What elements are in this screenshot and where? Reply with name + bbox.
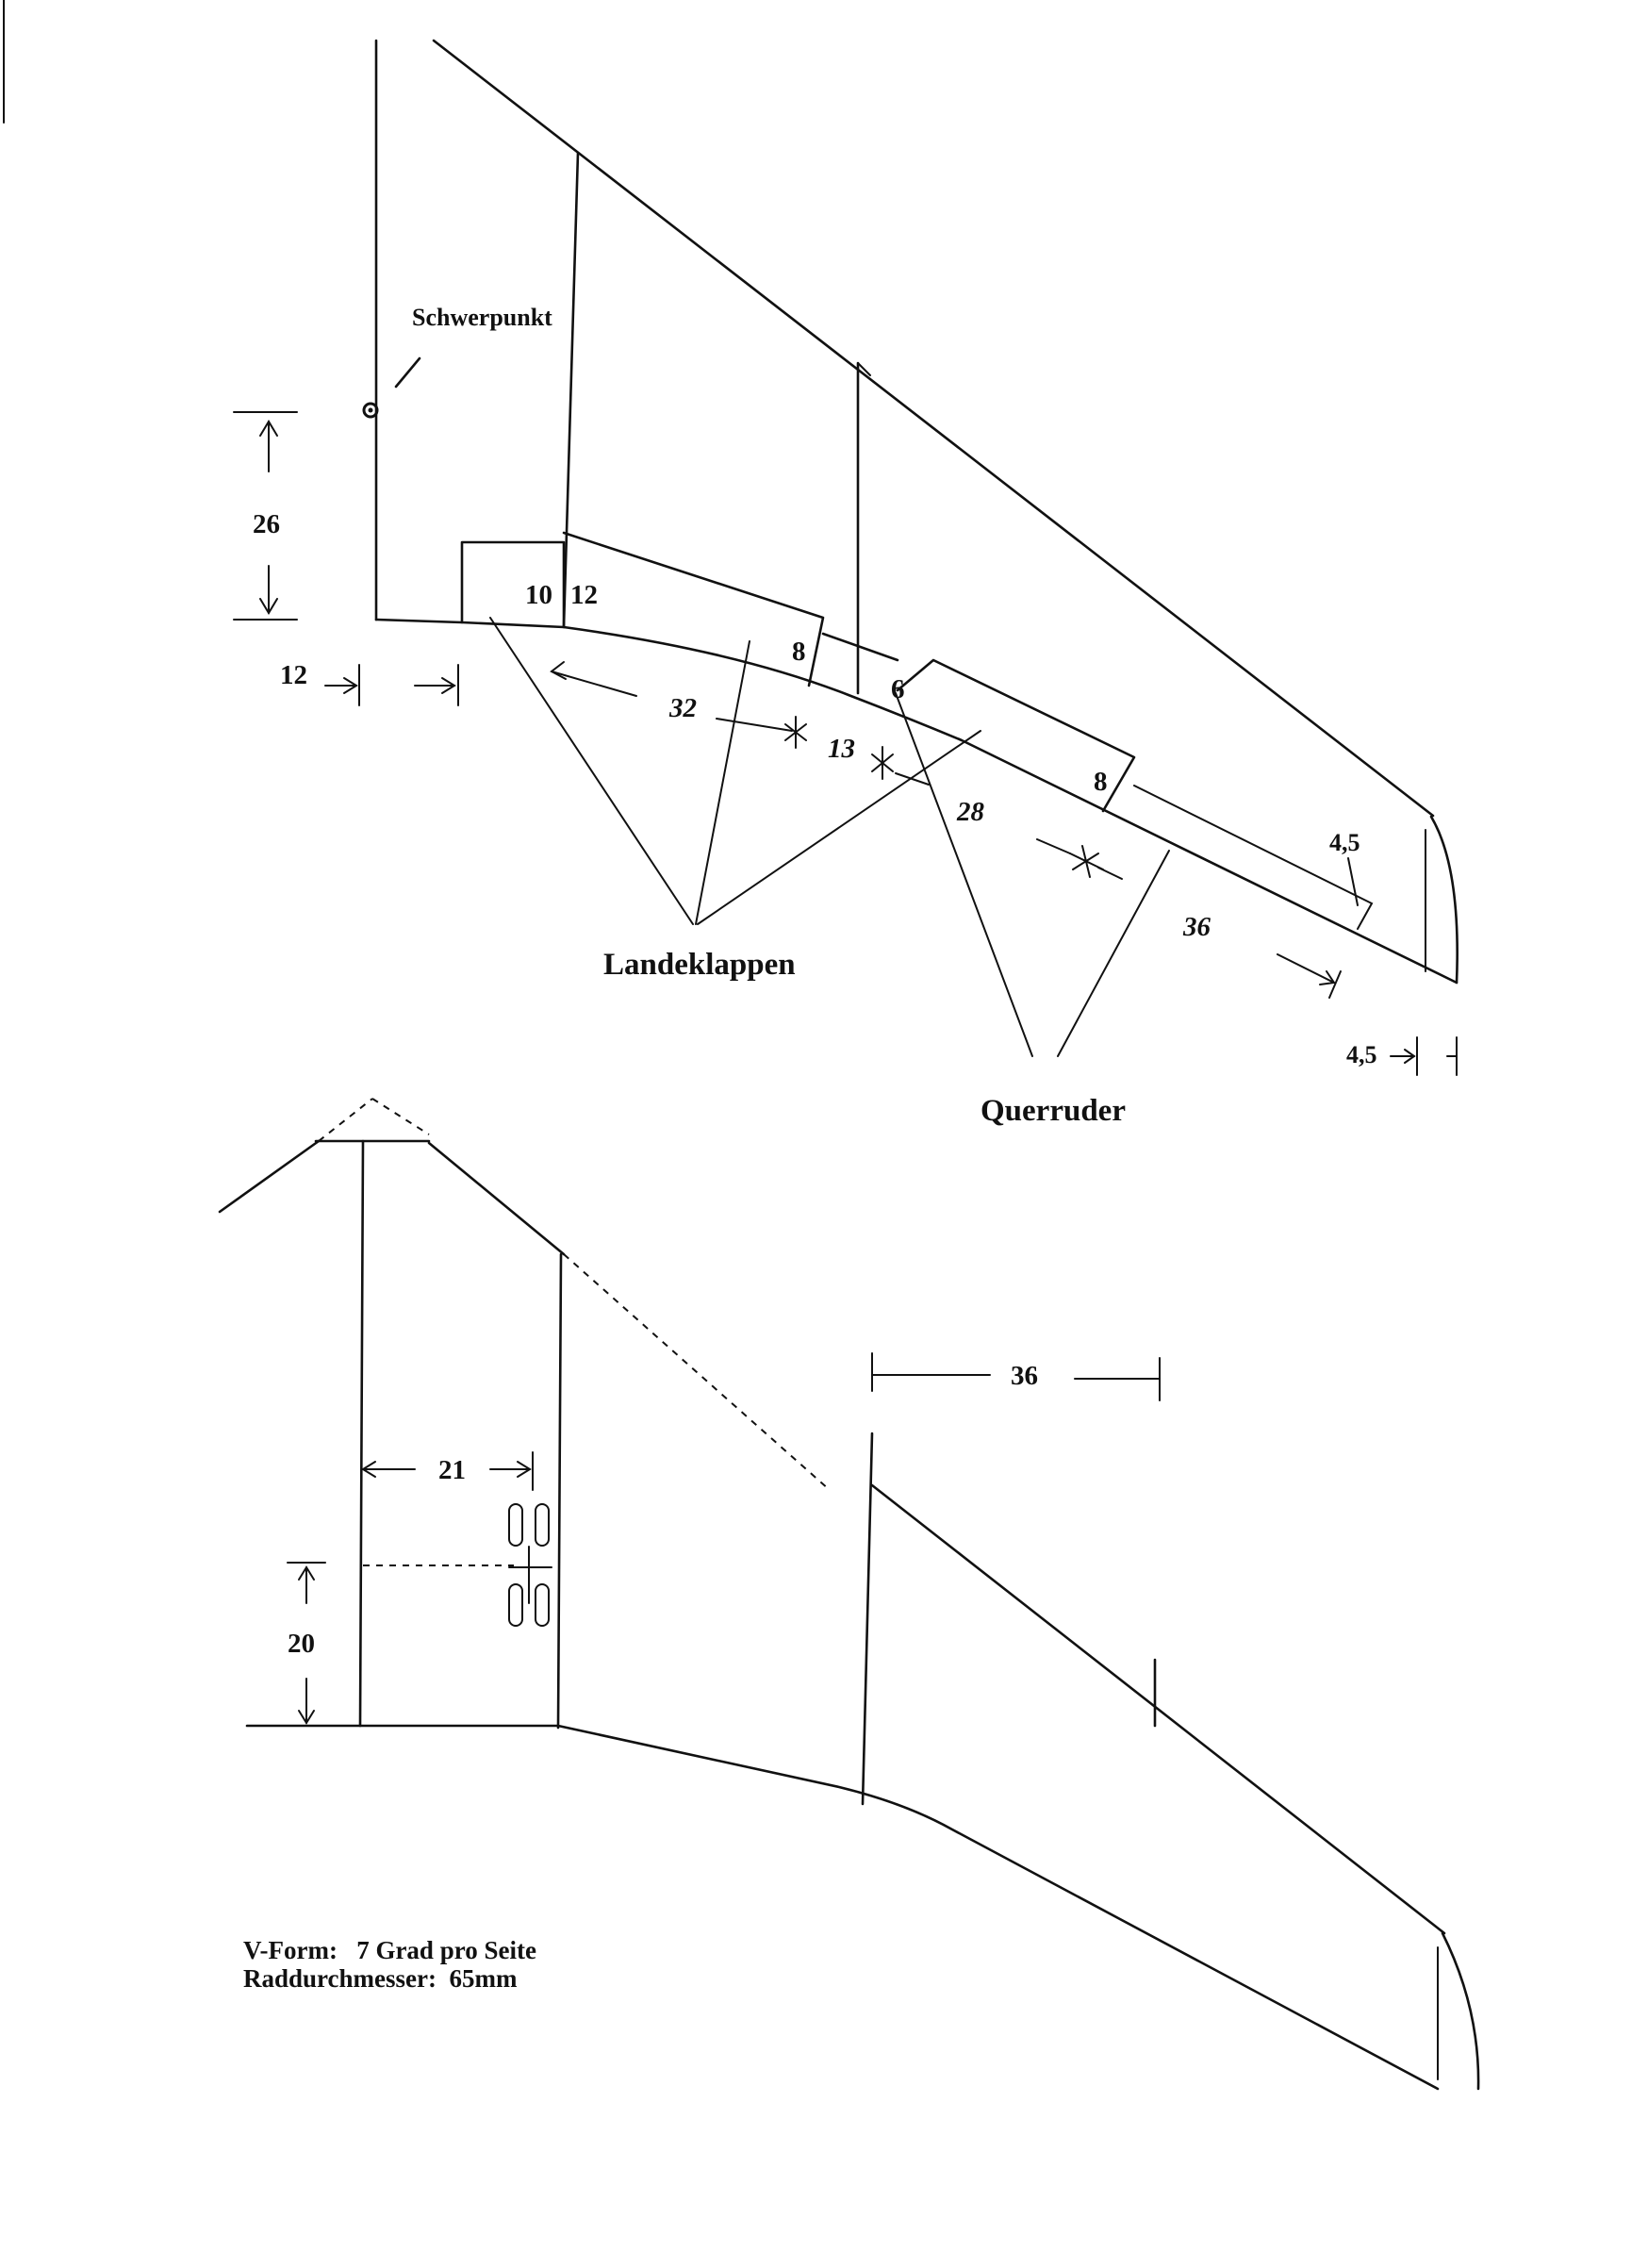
- inner-rib: [556, 1252, 563, 1730]
- dim-28-right: [1036, 838, 1071, 854]
- center-of-gravity-marker: [362, 402, 379, 419]
- dim-32-arrow: [550, 661, 567, 680]
- aileron: [896, 658, 1136, 813]
- top-wing-view: Schwerpunkt 26 12 10 12 8 6 8 32 13 28: [233, 39, 1458, 1128]
- dim-36-tick: [1328, 970, 1342, 999]
- trailing-edge: [556, 1724, 1440, 2091]
- wheel-front-right: [535, 1503, 550, 1547]
- dim-32-13-tick: [784, 716, 807, 749]
- tip-offset-arrow-l: [1404, 1049, 1416, 1064]
- dim-20-arrow-up: [298, 1565, 315, 1581]
- root-trailing-edge: [374, 618, 464, 624]
- dim-36-arrow: [1319, 970, 1336, 985]
- dim-12-arrow-l: [343, 677, 358, 694]
- leading-edge-dashed: [563, 1253, 831, 1491]
- bottom-wing-view: 36 21 20: [218, 1098, 1480, 2091]
- dim-26-arrow-down: [259, 598, 278, 615]
- flap-span-1: 32: [668, 693, 697, 723]
- dim-cg-height: 26: [253, 509, 280, 539]
- flaps-leader-2: [695, 640, 750, 925]
- dim-36-right: [1277, 953, 1335, 984]
- middle-rib: [861, 1432, 874, 1806]
- tip-curve: [1441, 1931, 1480, 2091]
- cg-leader: [394, 356, 421, 389]
- note-wheel-diameter: Raddurchmesser: 65mm: [243, 1964, 518, 1993]
- wheel-rear-right: [535, 1583, 550, 1627]
- aileron-chord-root: 6: [891, 674, 905, 704]
- wheel-front-left: [508, 1503, 523, 1547]
- leading-edge: [432, 39, 1435, 818]
- outer-flap: [562, 531, 825, 687]
- nose-dashed-left: [318, 1098, 373, 1142]
- outer-span: 36: [1182, 912, 1211, 942]
- center-of-gravity-dot: [368, 407, 373, 413]
- dim-32-right: [716, 718, 793, 732]
- tip-chord: 4,5: [1329, 829, 1360, 856]
- aileron-chord-tip: 8: [1094, 767, 1108, 797]
- ailerons-label: Querruder: [981, 1094, 1126, 1128]
- dim-21-arrow-r: [517, 1461, 532, 1478]
- aileron-span: 28: [956, 797, 985, 827]
- flaps-label: Landeklappen: [603, 948, 796, 982]
- flap1-chord-tip: 12: [570, 580, 598, 610]
- nose-line-left: [218, 1139, 321, 1214]
- trailing-edge: [562, 625, 1458, 985]
- flaps-leader-1: [489, 617, 694, 925]
- leading-edge-outer: [870, 1483, 1446, 1935]
- rib-2-top: [857, 362, 871, 376]
- dim-gear-x: 21: [438, 1455, 466, 1485]
- dim-gear-y: 20: [288, 1629, 315, 1659]
- dim-20-arrow-down: [298, 1710, 315, 1725]
- wheel-rear-left: [508, 1583, 523, 1627]
- dim-12-arrow-r: [441, 677, 456, 694]
- landing-gear: [508, 1503, 552, 1627]
- dim-root-offset: 12: [280, 660, 307, 690]
- aileron-hinge-inner: [821, 632, 899, 662]
- flap1-chord-root: 10: [525, 580, 552, 610]
- cg-label: Schwerpunkt: [412, 304, 552, 331]
- rib-1: [562, 151, 580, 629]
- inner-flap: [460, 540, 566, 629]
- dim-26-arrow-up: [259, 420, 278, 437]
- flaps-leader-3: [697, 730, 981, 925]
- dim-span-marker: 36: [1011, 1361, 1038, 1391]
- root-rib: [358, 1139, 365, 1728]
- wing-tip-curve: [1429, 815, 1458, 985]
- dim-28-left: [895, 772, 930, 786]
- ailerons-leader-2: [1057, 850, 1170, 1057]
- nose-dashed-right: [371, 1098, 430, 1135]
- tip-hinge-line: [1133, 785, 1374, 930]
- dim-21-arrow-l: [361, 1461, 376, 1478]
- tip-offset: 4,5: [1346, 1041, 1377, 1068]
- ailerons-leader-1: [895, 692, 1033, 1057]
- leading-edge-inner: [427, 1141, 566, 1256]
- dim-36-left: [1097, 867, 1123, 880]
- note-dihedral: V-Form: 7 Grad pro Seite: [243, 1936, 536, 1964]
- dim-13-28-tick: [871, 746, 894, 780]
- tip-chord-leader: [1347, 857, 1359, 906]
- flap2-chord: 8: [792, 637, 806, 667]
- flap-span-2: 13: [828, 734, 855, 764]
- dim-32-left: [551, 670, 637, 697]
- dim-28-36-tick: [1069, 845, 1104, 878]
